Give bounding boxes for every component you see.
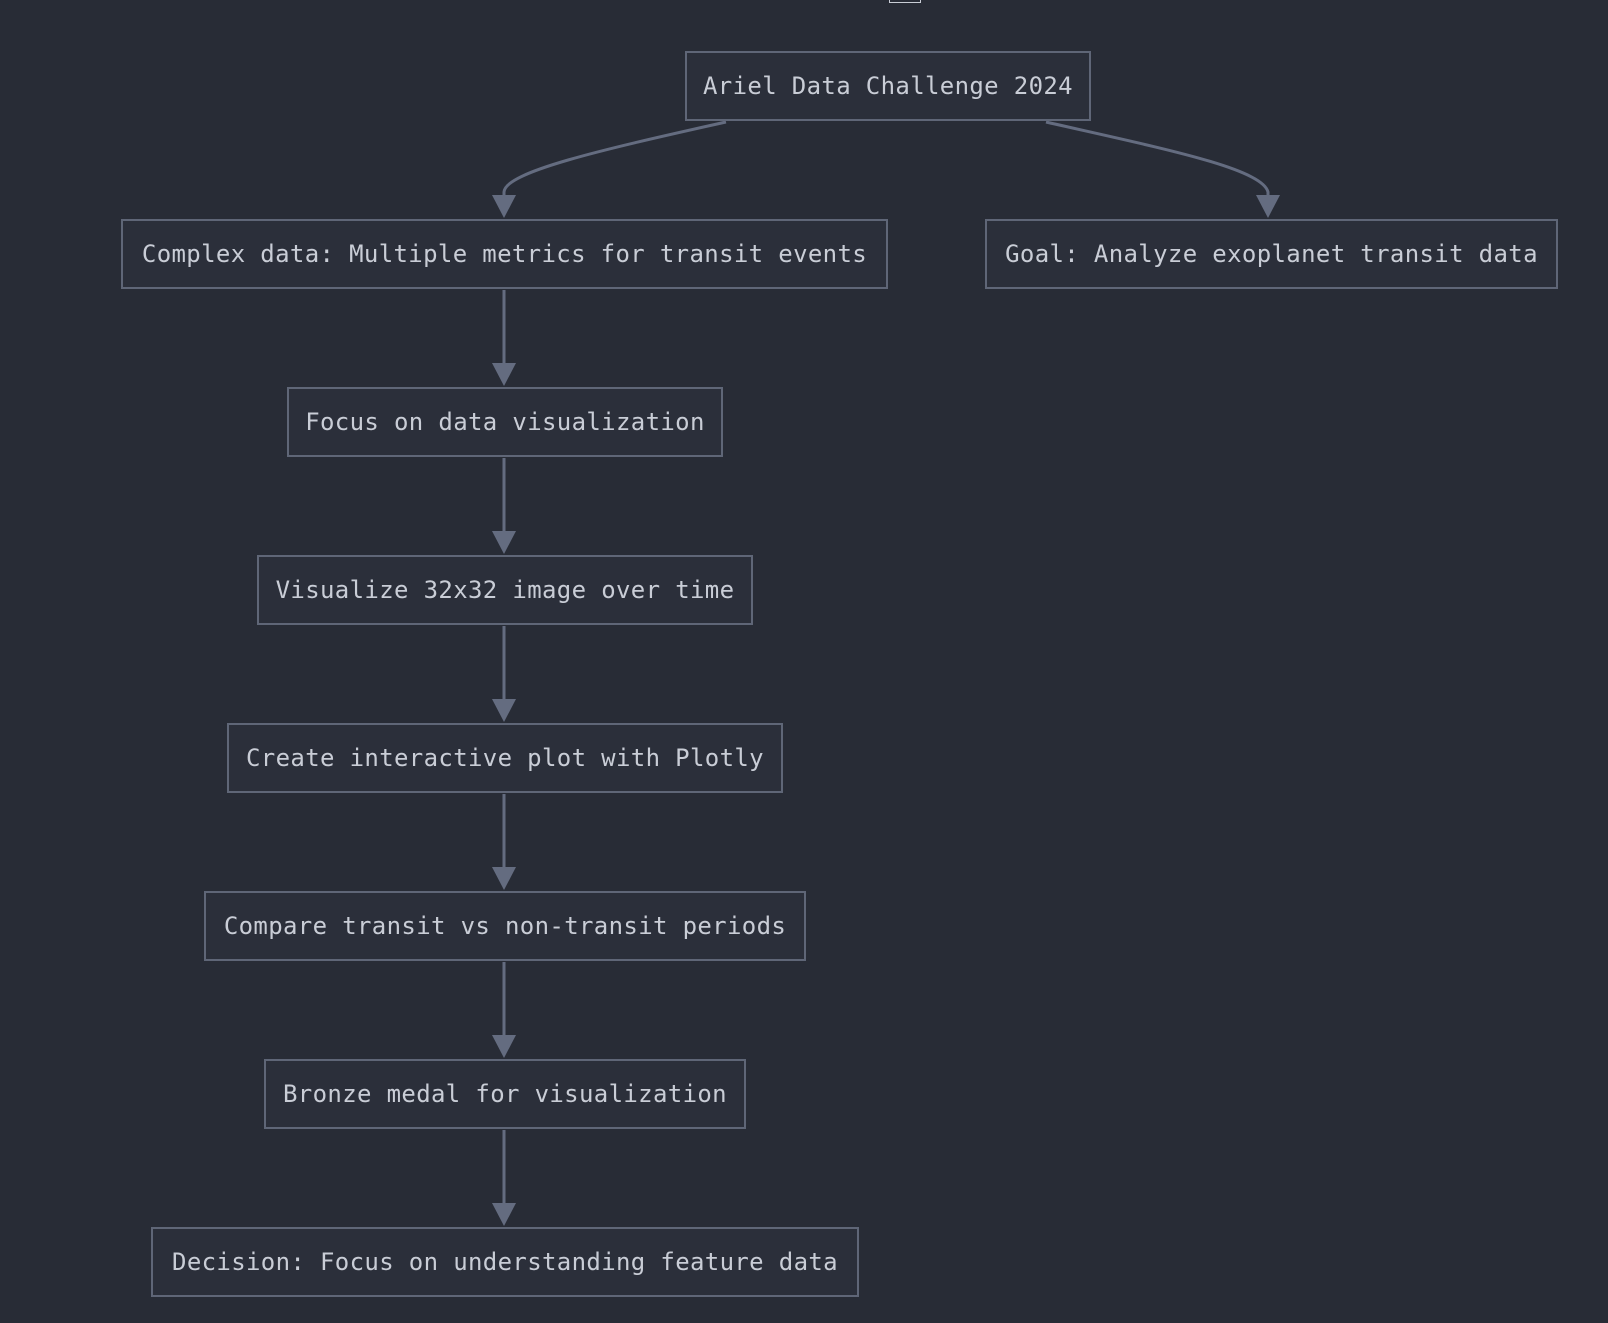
node-focus-visualization: Focus on data visualization xyxy=(287,387,723,457)
node-compare-periods: Compare transit vs non-transit periods xyxy=(204,891,806,961)
edge-root-complex xyxy=(502,120,727,202)
node-decision: Decision: Focus on understanding feature… xyxy=(151,1227,859,1297)
node-complex-data: Complex data: Multiple metrics for trans… xyxy=(121,219,888,289)
node-visualize-image: Visualize 32x32 image over time xyxy=(257,555,753,625)
node-bronze-medal: Bronze medal for visualization xyxy=(264,1059,746,1129)
arrowhead-plotly xyxy=(492,699,516,722)
arrowhead-visualize xyxy=(492,531,516,554)
arrowhead-focus xyxy=(492,363,516,386)
arrowhead-decision xyxy=(492,1203,516,1226)
arrowhead-compare xyxy=(492,867,516,890)
node-goal: Goal: Analyze exoplanet transit data xyxy=(985,219,1558,289)
arrowhead-goal xyxy=(1256,195,1280,218)
arrowhead-bronze xyxy=(492,1035,516,1058)
node-interactive-plot: Create interactive plot with Plotly xyxy=(227,723,783,793)
edge-root-goal xyxy=(1045,120,1270,202)
node-ariel-data-challenge: Ariel Data Challenge 2024 xyxy=(685,51,1091,121)
arrowhead-complex xyxy=(492,195,516,218)
top-marker xyxy=(889,0,921,3)
